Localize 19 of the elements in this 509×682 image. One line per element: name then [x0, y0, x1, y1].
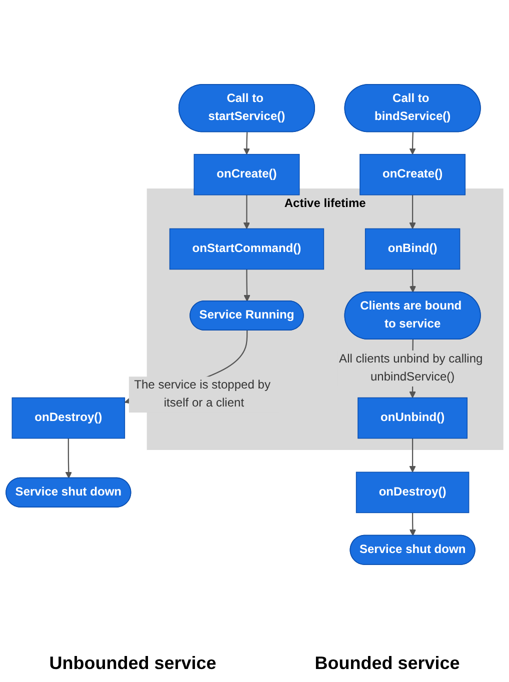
arrow: [243, 132, 250, 155]
column-caption: Unbounded service: [49, 653, 216, 674]
arrow: [409, 194, 416, 229]
node-box: onUnbind(): [358, 397, 468, 439]
node-box: onDestroy(): [12, 397, 126, 439]
node-box: onStartCommand(): [169, 228, 324, 270]
node-box: onBind(): [364, 228, 460, 270]
arrow: [409, 269, 416, 292]
arrow: [65, 438, 72, 478]
arrow: [409, 512, 416, 536]
node-box: onCreate(): [194, 154, 300, 196]
node-box: onCreate(): [360, 154, 466, 196]
arrow: [243, 194, 250, 229]
edge-label: All clients unbind by calling unbindService(): [339, 352, 483, 384]
node-box: onDestroy(): [356, 472, 470, 514]
column-caption: Bounded service: [314, 653, 460, 674]
arrow: [409, 438, 416, 472]
arrow: [244, 269, 250, 302]
arrow: [409, 132, 416, 155]
